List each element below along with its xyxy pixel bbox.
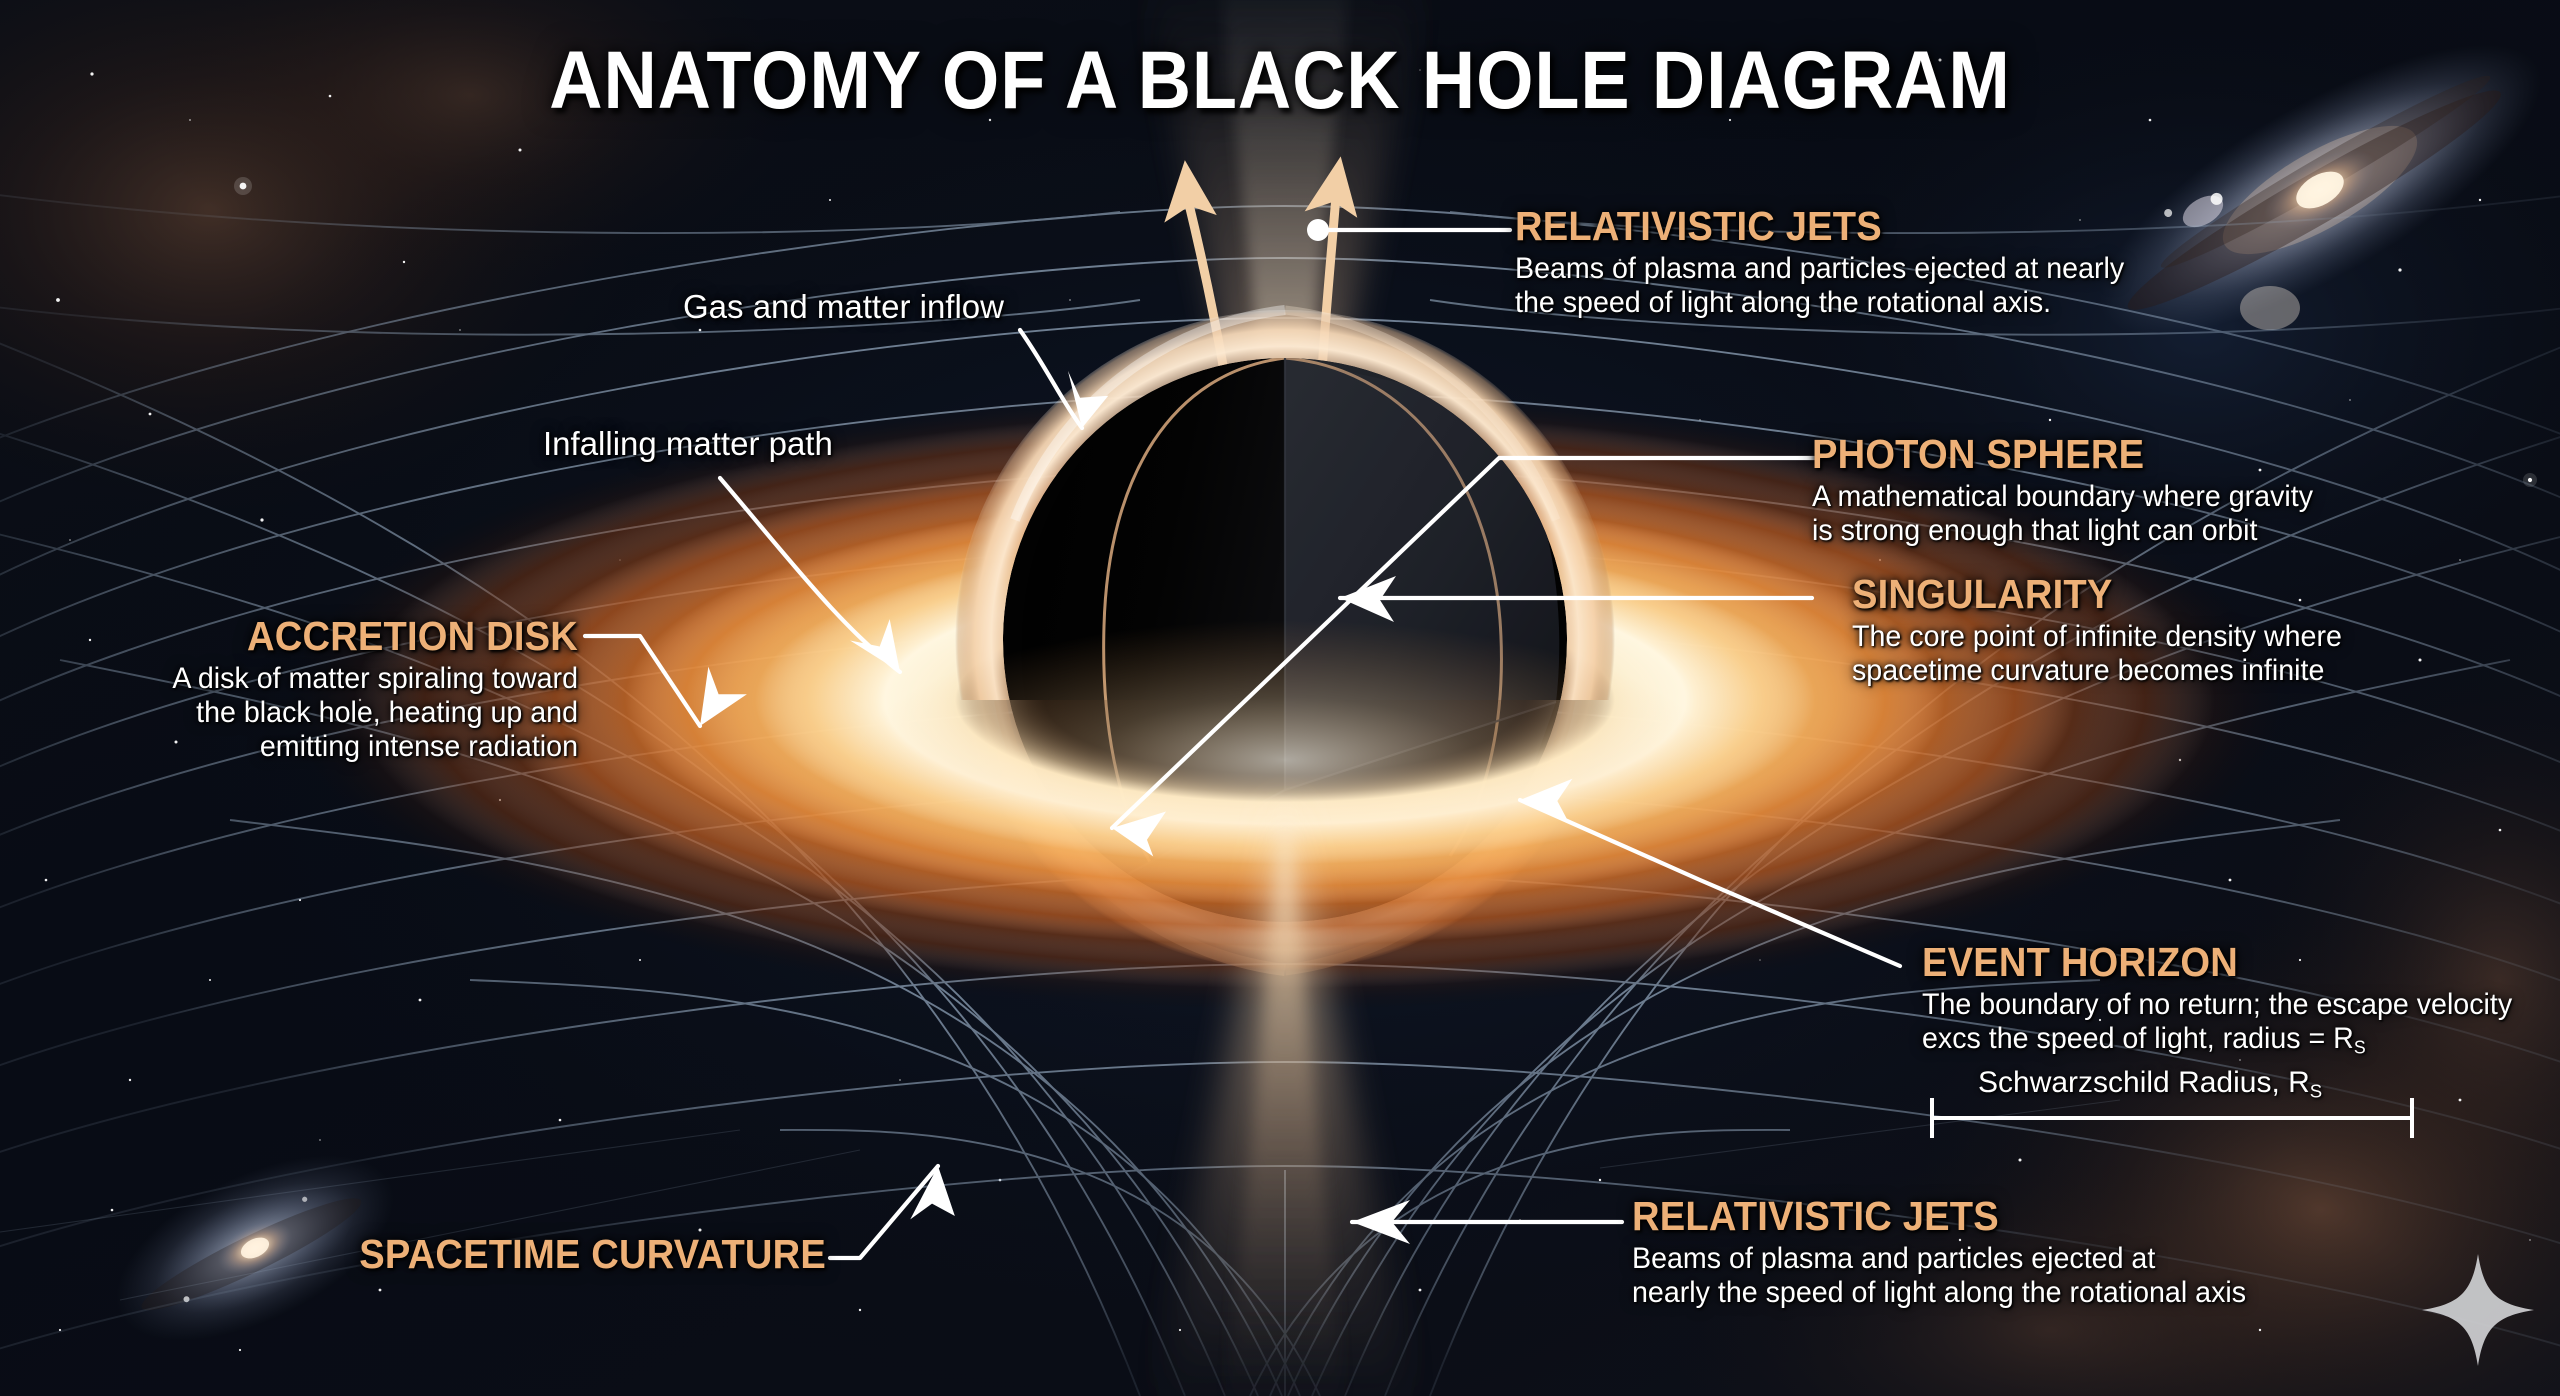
callout-body: A disk of matter spiraling toward the bl… <box>172 661 578 764</box>
schwarzschild-subscript: S <box>2309 1080 2323 1102</box>
jet-arrowhead-left <box>1164 160 1217 223</box>
callout-photon-sphere: PHOTON SPHERE A mathematical boundary wh… <box>1812 431 2512 548</box>
jet-arrowhead-right <box>1304 156 1358 218</box>
lens-streaks <box>0 1099 2121 1301</box>
sparkle-icon <box>2422 1254 2534 1366</box>
callout-heading: PHOTON SPHERE <box>1812 431 2145 477</box>
leader-arrowheads <box>700 370 1573 1244</box>
gas-and-matter-inflow-label: Gas and matter inflow <box>683 288 1004 325</box>
leader-spacetime-curvature <box>827 1163 941 1261</box>
event-horizon-subscript: S <box>2353 1036 2366 1058</box>
callout-heading: RELATIVISTIC JETS <box>1632 1193 1999 1239</box>
leader-photon-sphere <box>1109 455 1818 831</box>
infalling-matter-path-label: Infalling matter path <box>543 425 833 462</box>
schwarzschild-radius-label: Schwarzschild Radius, RS <box>1978 1066 2323 1102</box>
spiral-galaxy-top-right <box>2099 44 2541 336</box>
star-field <box>44 58 2537 1352</box>
callout-spacetime-curvature: SPACETIME CURVATURE <box>0 1231 826 1277</box>
page-title: ANATOMY OF A BLACK HOLE DIAGRAM <box>549 35 2011 126</box>
callout-heading: SINGULARITY <box>1852 571 2113 617</box>
callout-accretion-disk: ACCRETION DISK A disk of matter spiralin… <box>0 613 579 764</box>
spiral-galaxy-bottom-left <box>116 1155 394 1341</box>
callout-body: Beams of plasma and particles ejected at… <box>1632 1241 2247 1310</box>
callout-heading: ACCRETION DISK <box>247 613 579 659</box>
callout-event-horizon: EVENT HORIZON The boundary of no return;… <box>1922 939 2560 1058</box>
callout-body: A mathematical boundary where gravity is… <box>1812 479 2314 548</box>
callout-body: The boundary of no return; the escape ve… <box>1922 987 2513 1058</box>
callout-heading: EVENT HORIZON <box>1922 939 2238 985</box>
callout-heading: RELATIVISTIC JETS <box>1515 203 1882 249</box>
callout-heading: SPACETIME CURVATURE <box>359 1231 826 1277</box>
callout-body: Beams of plasma and particles ejected at… <box>1515 251 2125 320</box>
callout-relativistic-jets-top: RELATIVISTIC JETS Beams of plasma and pa… <box>1515 203 2215 320</box>
leader-gas-inflow <box>1017 327 1085 431</box>
leader-accretion-disk <box>582 633 703 729</box>
grid-spokes-upper <box>0 194 2560 336</box>
leader-event-horizon <box>1517 797 1903 969</box>
schwarzschild-radius-bar <box>1930 1098 2414 1138</box>
callout-relativistic-jets-bottom: RELATIVISTIC JETS Beams of plasma and pa… <box>1632 1193 2392 1310</box>
callout-body: The core point of infinite density where… <box>1852 619 2342 688</box>
leader-dot-jets-top <box>1307 219 1329 241</box>
callout-singularity: SINGULARITY The core point of infinite d… <box>1852 571 2552 688</box>
